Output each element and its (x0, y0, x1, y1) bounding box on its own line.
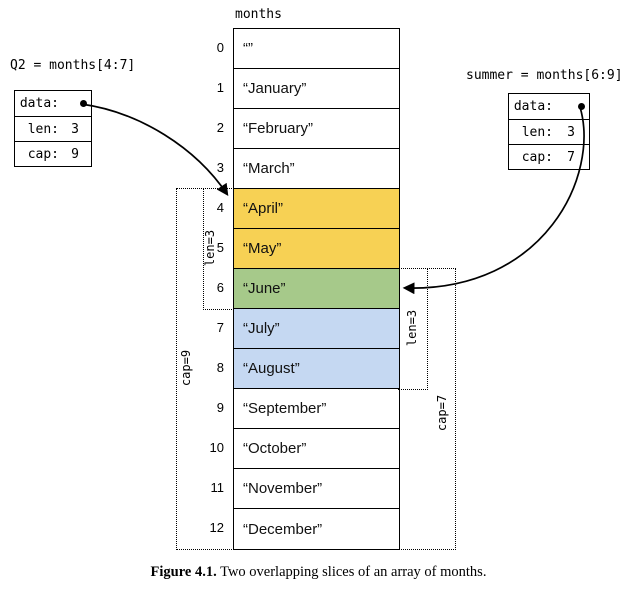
figure-caption: Figure 4.1. Two overlapping slices of an… (0, 564, 637, 581)
slice-summer-label: summer = months[6:9] (466, 68, 623, 83)
cell-index-3: 3 (216, 160, 224, 175)
cell-index-12: 12 (209, 520, 224, 535)
q2-data-key: data: (19, 96, 59, 111)
cell-index-1: 1 (216, 80, 224, 95)
summer-len-value: 3 (567, 124, 575, 140)
pointer-dot (80, 100, 87, 107)
array-cell-2: “February” (234, 109, 399, 149)
cell-value: “January” (243, 80, 307, 97)
pointer-dot (578, 103, 585, 110)
cell-index-6: 6 (216, 280, 224, 295)
summer-cap-value: 7 (567, 149, 575, 165)
q2-len-value: 3 (71, 121, 79, 137)
cell-value: “December” (243, 520, 323, 538)
cell-index-11: 11 (210, 480, 225, 495)
array-cell-11: “November” (234, 469, 399, 509)
array-cell-12: “December” (234, 509, 399, 549)
cell-index-2: 2 (216, 120, 224, 135)
cell-value: “April” (243, 200, 283, 217)
slice-q2-struct: data: len: 3 cap: 9 (14, 90, 92, 167)
cell-index-10: 10 (209, 440, 224, 455)
cell-value: “September” (243, 400, 327, 417)
q2-cap-bracket-label: cap=9 (179, 349, 193, 387)
cell-value: “October” (243, 440, 307, 457)
array-cell-0: “” (234, 29, 399, 69)
q2-cap-value: 9 (71, 146, 79, 162)
cell-value: “March” (243, 160, 295, 177)
q2-len-row: len: 3 (15, 116, 91, 141)
summer-cap-bracket-label: cap=7 (435, 394, 449, 432)
cell-value: “February” (243, 120, 314, 137)
q2-cap-row: cap: 9 (15, 141, 91, 166)
summer-len-key: len: (521, 124, 553, 140)
q2-data-row: data: (15, 91, 91, 116)
array-cell-10: “October” (234, 429, 399, 469)
summer-cap-row: cap: 7 (509, 144, 589, 169)
array-cell-3: “March” (234, 149, 399, 189)
cell-index-0: 0 (216, 40, 224, 55)
slice-summer-struct: data: len: 3 cap: 7 (508, 93, 590, 170)
array-cell-6: “June” (234, 269, 399, 309)
cell-index-5: 5 (216, 240, 224, 255)
cell-value: “June” (243, 280, 286, 297)
cell-value: “” (243, 40, 253, 57)
summer-data-value (553, 103, 589, 110)
cell-index-4: 4 (216, 200, 224, 215)
array-cell-7: “July” (234, 309, 399, 349)
cell-index-7: 7 (216, 320, 224, 335)
array-cell-1: “January” (234, 69, 399, 109)
array-cell-9: “September” (234, 389, 399, 429)
summer-cap-key: cap: (521, 149, 553, 165)
cell-value: “May” (243, 240, 282, 257)
cell-index-9: 9 (216, 400, 224, 415)
array-cell-5: “May” (234, 229, 399, 269)
array-title: months (235, 7, 282, 22)
cell-value: “July” (243, 320, 280, 337)
months-array: “” “January” “February” “March” “April” “May”… (233, 28, 400, 550)
q2-data-value (59, 100, 91, 107)
q2-len-key: len: (27, 121, 59, 137)
q2-cap-key: cap: (27, 146, 59, 162)
slice-q2-label: Q2 = months[4:7] (10, 58, 136, 73)
summer-len-row: len: 3 (509, 119, 589, 144)
summer-len-bracket-label: len=3 (405, 309, 419, 347)
figure-caption-label: Figure 4.1. (150, 564, 217, 580)
array-cell-4: “April” (234, 189, 399, 229)
figure-caption-text: Two overlapping slices of an array of mo… (220, 564, 487, 580)
summer-data-key: data: (513, 99, 553, 114)
cell-value: “August” (243, 360, 300, 377)
cell-value: “November” (243, 480, 323, 497)
array-cell-8: “August” (234, 349, 399, 389)
q2-len-bracket-label: len=3 (203, 229, 217, 267)
cell-index-8: 8 (216, 360, 224, 375)
summer-data-row: data: (509, 94, 589, 119)
